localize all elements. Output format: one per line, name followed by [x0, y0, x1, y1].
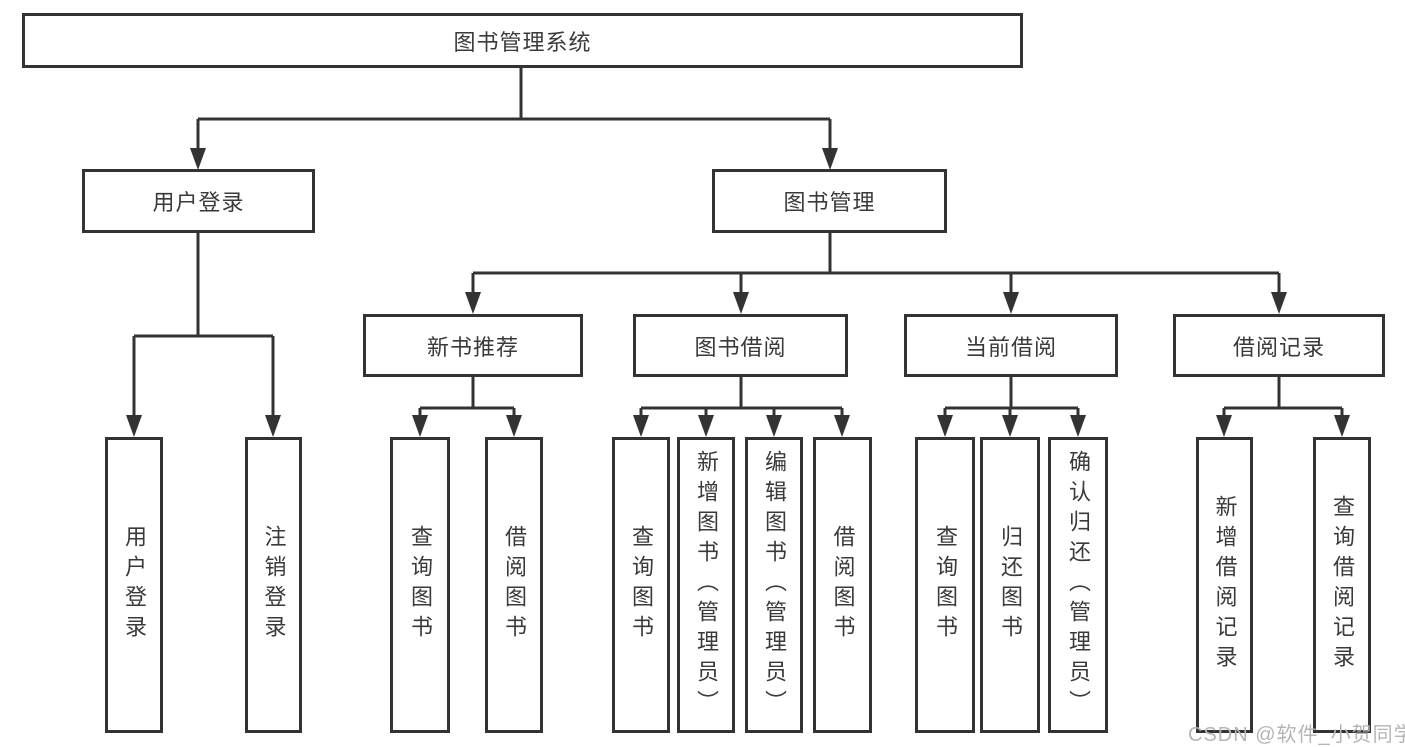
connector-user-login: [126, 233, 281, 437]
node-current-borrow: 当前借阅: [904, 314, 1118, 377]
node-borrow-records-label: 借阅记录: [1232, 334, 1325, 360]
node-nbr-query-books-label: 查询图书: [408, 525, 433, 645]
node-cb-return-books: 归还图书: [980, 437, 1040, 733]
node-leaf-logout-label: 注销登录: [261, 525, 287, 645]
node-leaf-user-login-label: 用户登录: [122, 525, 147, 645]
node-br-add-record-label: 新增借阅记录: [1212, 495, 1238, 675]
node-user-login: 用户登录: [82, 169, 315, 233]
connector-borrow-records: [1216, 377, 1350, 437]
node-book-management: 图书管理: [712, 169, 947, 233]
node-root: 图书管理系统: [22, 13, 1023, 68]
node-borrow-records: 借阅记录: [1173, 314, 1385, 377]
connector-new-book-recommend: [412, 377, 522, 437]
node-br-query-record-label: 查询借阅记录: [1330, 495, 1355, 675]
node-leaf-logout: 注销登录: [245, 437, 302, 733]
node-nbr-borrow-books: 借阅图书: [485, 437, 543, 733]
node-nbr-borrow-books-label: 借阅图书: [502, 525, 527, 645]
node-bb-edit-books-admin: 编辑图书（管理员）: [745, 437, 803, 733]
node-nbr-query-books: 查询图书: [390, 437, 450, 733]
node-new-book-recommend: 新书推荐: [363, 314, 583, 377]
node-bb-add-books-admin-label: 新增图书（管理员）: [694, 450, 719, 720]
node-cb-query-books-label: 查询图书: [933, 525, 958, 645]
connector-book-management: [465, 233, 1287, 314]
node-book-borrow-label: 图书借阅: [694, 334, 787, 360]
node-new-book-recommend-label: 新书推荐: [426, 334, 519, 360]
node-cb-return-books-label: 归还图书: [998, 525, 1023, 645]
node-cb-confirm-return-admin-label: 确认归还（管理员）: [1066, 450, 1091, 720]
node-user-login-label: 用户登录: [152, 190, 245, 215]
node-leaf-user-login: 用户登录: [105, 437, 163, 733]
node-br-add-record: 新增借阅记录: [1196, 437, 1253, 733]
node-br-query-record: 查询借阅记录: [1313, 437, 1371, 733]
node-bb-query-books: 查询图书: [612, 437, 670, 733]
node-book-management-label: 图书管理: [783, 190, 876, 215]
node-root-label: 图书管理系统: [453, 29, 592, 55]
connector-root: [190, 68, 838, 170]
connector-book-borrow: [633, 377, 850, 437]
node-book-borrow: 图书借阅: [633, 314, 848, 377]
node-bb-borrow-books-label: 借阅图书: [830, 525, 856, 645]
node-bb-borrow-books: 借阅图书: [813, 437, 872, 733]
node-current-borrow-label: 当前借阅: [964, 334, 1057, 360]
connector-current-borrow: [937, 377, 1086, 437]
node-bb-add-books-admin: 新增图书（管理员）: [677, 437, 735, 733]
node-cb-query-books: 查询图书: [915, 437, 975, 733]
watermark-text: CSDN @软件_小贺同学: [1188, 724, 1405, 746]
node-bb-query-books-label: 查询图书: [629, 525, 654, 645]
node-bb-edit-books-admin-label: 编辑图书（管理员）: [762, 450, 787, 720]
node-cb-confirm-return-admin: 确认归还（管理员）: [1048, 437, 1108, 733]
